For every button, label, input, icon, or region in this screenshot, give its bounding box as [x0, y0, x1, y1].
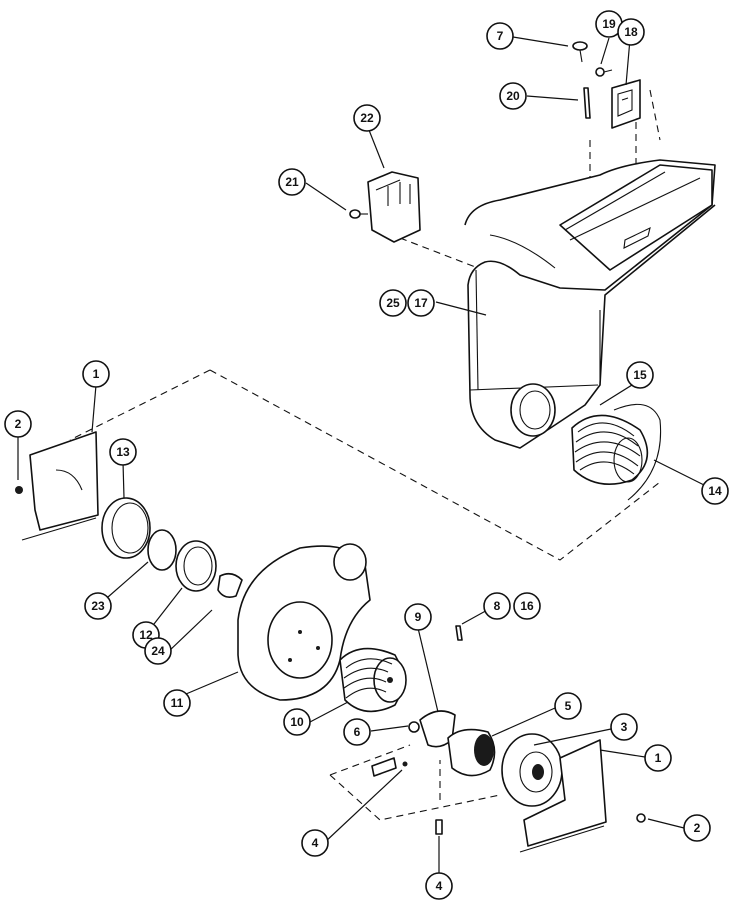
callout-label: 21 [285, 175, 299, 189]
callout-label: 18 [624, 25, 638, 39]
callout-label: 11 [171, 696, 184, 710]
screw-21 [349, 209, 368, 219]
callout-label: 1 [93, 367, 100, 381]
callout-label: 2 [15, 417, 22, 431]
callout-label: 4 [436, 879, 443, 893]
blower-housing-11 [237, 543, 371, 701]
callout-14: 14 [701, 477, 729, 505]
callout-label: 7 [497, 29, 504, 43]
ring-13 [101, 497, 151, 559]
callout-label: 14 [708, 484, 722, 498]
callout-label: 22 [360, 111, 374, 125]
callout-label: 10 [290, 715, 304, 729]
blower-wheel-10 [339, 647, 407, 713]
callout-21: 21 [278, 168, 306, 196]
mount-bracket-right-1 [519, 739, 607, 853]
motor-5 [447, 728, 496, 777]
callout-20: 20 [499, 82, 527, 110]
callout-17: 17 [407, 289, 435, 317]
callout-label: 12 [139, 628, 153, 642]
callout-label: 4 [312, 836, 319, 850]
mount-bracket-left-1 [21, 431, 99, 541]
callout-label: 8 [494, 599, 501, 613]
motor-mount-3 [501, 733, 563, 807]
ring-12 [175, 540, 217, 592]
ring-23 [147, 529, 177, 571]
callout-2-left: 2 [4, 410, 32, 438]
callout-6: 6 [343, 718, 371, 746]
callout-2-right: 2 [683, 814, 711, 842]
callout-10: 10 [283, 708, 311, 736]
callout-9: 9 [404, 603, 432, 631]
screw-2-right [636, 813, 646, 823]
screw-20 [583, 87, 591, 119]
callout-label: 1 [655, 751, 662, 765]
callout-3: 3 [610, 713, 638, 741]
washer-6 [408, 721, 420, 733]
callout-label: 3 [621, 720, 628, 734]
callout-label: 23 [91, 599, 105, 613]
callout-11: 11 [163, 689, 191, 717]
callout-1-right: 1 [644, 744, 672, 772]
callout-label: 20 [506, 89, 520, 103]
bracket-18 [611, 79, 641, 129]
callout-16: 16 [513, 592, 541, 620]
gasket-24 [217, 572, 243, 598]
callout-4-middle: 4 [301, 829, 329, 857]
screw-19 [595, 67, 613, 77]
screw-2-left [15, 486, 23, 494]
callout-label: 2 [694, 821, 701, 835]
callout-1-left: 1 [82, 360, 110, 388]
callout-25: 25 [379, 289, 407, 317]
screw-4-bottom [435, 819, 443, 835]
housing-duct-assembly [464, 159, 716, 449]
flex-hose-15 [571, 403, 662, 501]
callout-label: 6 [354, 725, 361, 739]
bracket-22 [367, 171, 421, 243]
screw-8 [455, 625, 463, 641]
callout-7: 7 [486, 22, 514, 50]
callout-label: 13 [116, 445, 130, 459]
callout-label: 5 [565, 699, 572, 713]
leader-lines [17, 36, 705, 874]
callout-5: 5 [554, 692, 582, 720]
callout-18: 18 [617, 18, 645, 46]
callout-label: 16 [520, 599, 534, 613]
callout-label: 17 [414, 296, 428, 310]
callout-label: 9 [415, 610, 422, 624]
callout-4-bottom: 4 [425, 872, 453, 900]
callout-8: 8 [483, 592, 511, 620]
plate-4 [371, 757, 408, 777]
callout-label: 25 [386, 296, 400, 310]
callout-13: 13 [109, 438, 137, 466]
callout-label: 15 [633, 368, 647, 382]
callout-15: 15 [626, 361, 654, 389]
callout-label: 19 [602, 17, 616, 31]
knob-7 [572, 41, 588, 63]
callout-label: 24 [151, 644, 165, 658]
callout-24: 24 [144, 637, 172, 665]
callout-23: 23 [84, 592, 112, 620]
callout-22: 22 [353, 104, 381, 132]
